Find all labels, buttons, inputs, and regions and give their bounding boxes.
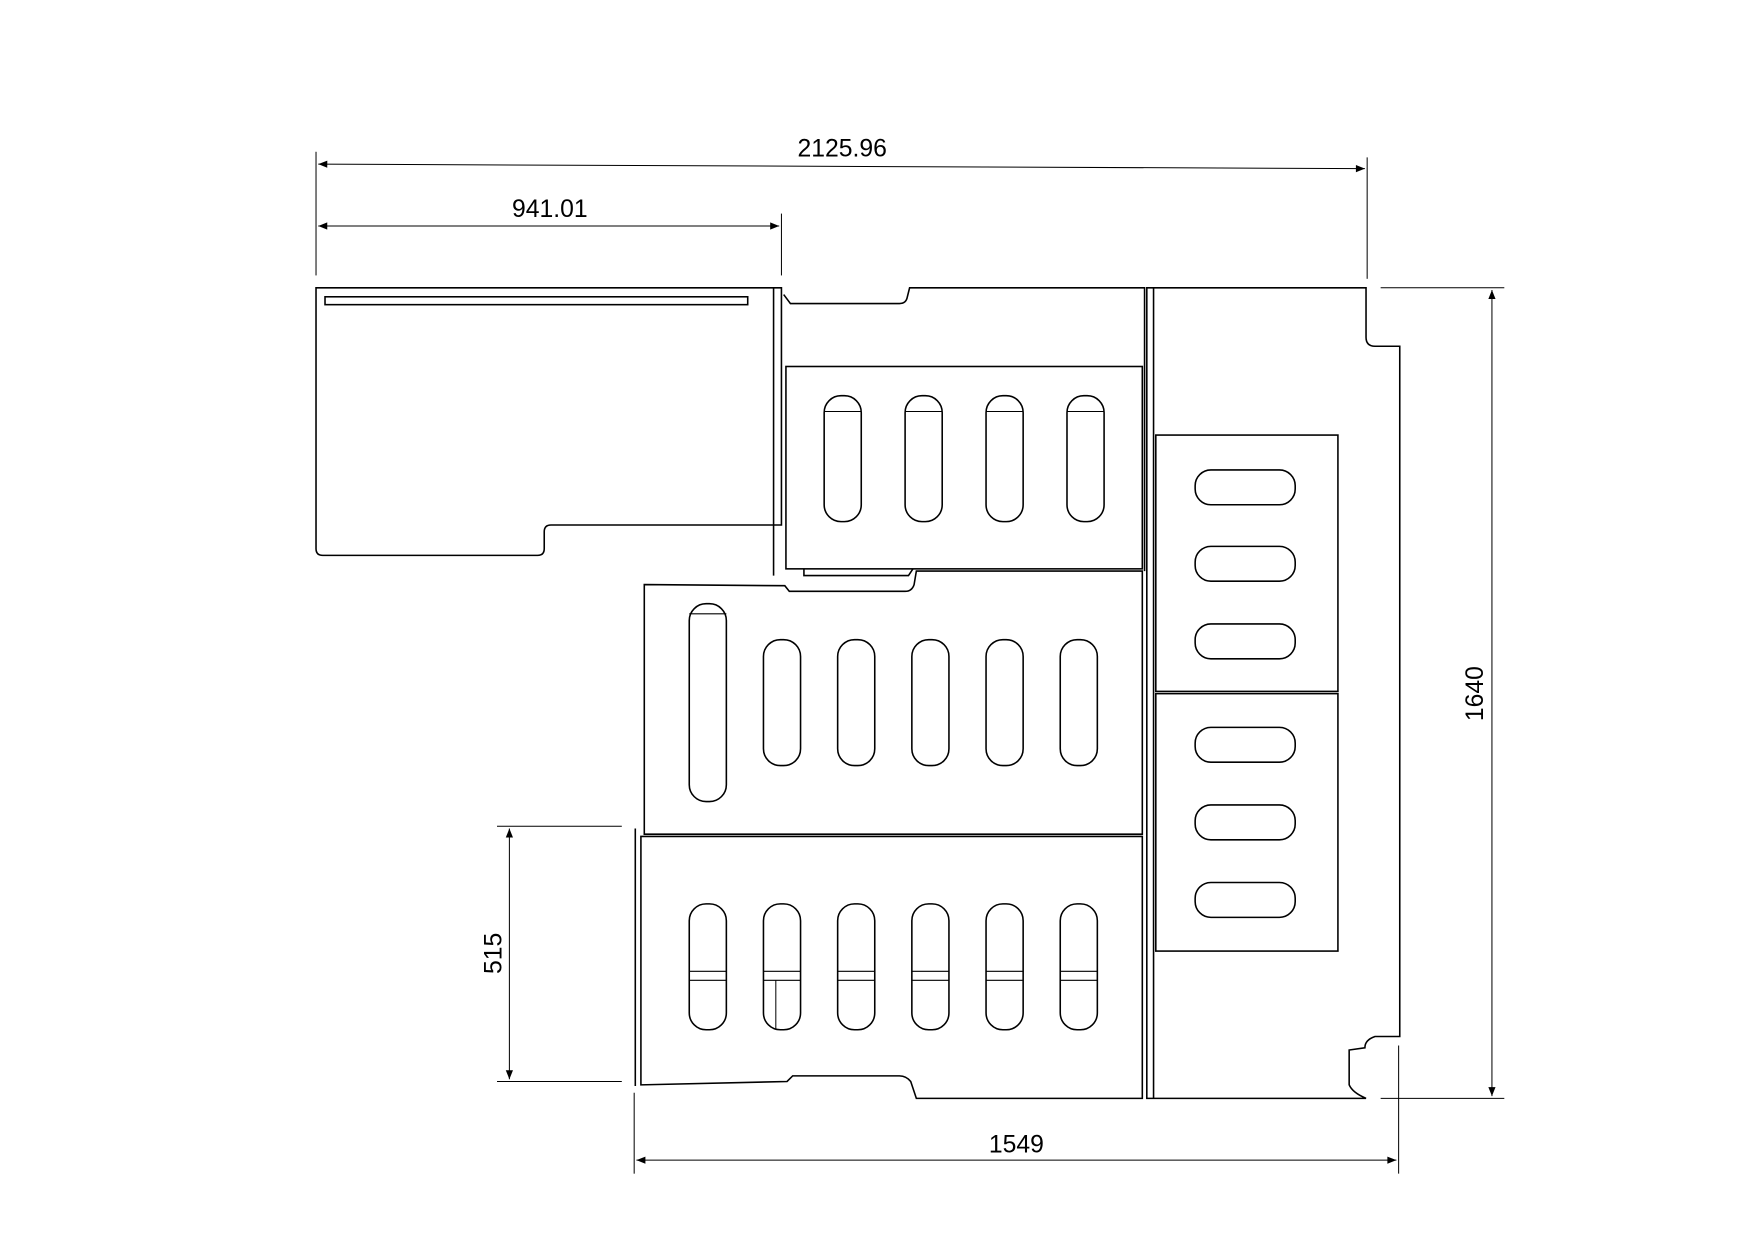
tray-top-center (785, 365, 1144, 577)
dimension-label-bottom-module-height: 515 (481, 933, 508, 974)
left-top-module (315, 287, 783, 576)
tray-right-upper (1155, 434, 1339, 693)
dimension-base-width: 1549 (633, 1045, 1400, 1174)
dimension-label-base-width: 1549 (989, 1131, 1044, 1158)
tray-middle (643, 570, 1144, 835)
right-frame (1146, 287, 1401, 1100)
tray-bottom (634, 828, 1144, 1100)
dimension-overall-height: 1640 (1380, 287, 1505, 1099)
tray-right-lower (1155, 692, 1339, 952)
top-center-frame (783, 287, 1146, 572)
dimension-left-module-width: 941.01 (318, 196, 782, 276)
dimension-overall-width: 2125.96 (315, 135, 1368, 279)
dimension-bottom-module-height: 515 (481, 825, 622, 1082)
dimension-label-left-module-width: 941.01 (512, 196, 588, 223)
dimension-label-overall-width: 2125.96 (797, 135, 886, 162)
dimension-label-overall-height: 1640 (1462, 666, 1489, 721)
